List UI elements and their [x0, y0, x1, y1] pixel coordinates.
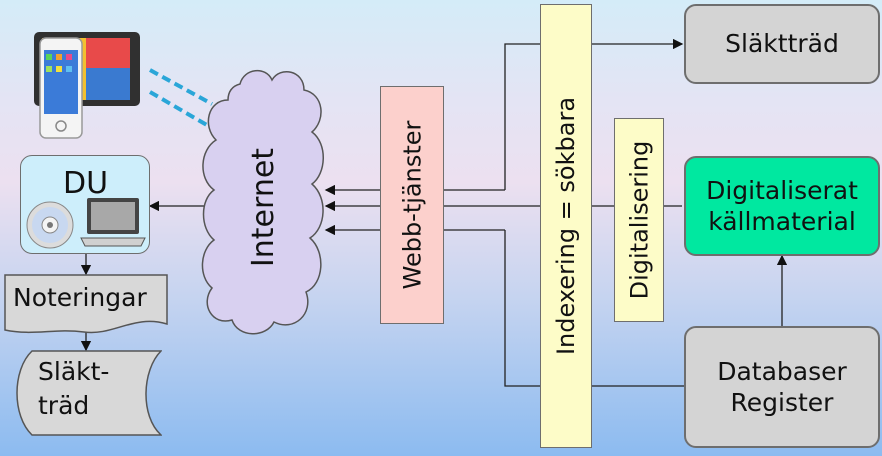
internet-cloud-icon	[201, 70, 324, 335]
slakttrad-label: Släktträd	[725, 29, 839, 59]
webbtjanster-label: Webb-tjänster	[398, 120, 427, 290]
digitaliserat-label-2: källmaterial	[708, 207, 856, 236]
digitalisering-bar: Digitalisering	[614, 118, 664, 322]
digitaliserat-box: Digitaliserat källmaterial	[684, 156, 880, 256]
databaser-label-1: Databaser	[717, 356, 847, 386]
du-label: DU	[63, 166, 109, 201]
devices-icon	[34, 32, 140, 139]
cd-icon	[26, 201, 74, 249]
laptop-icon	[80, 198, 146, 247]
noteringar-shape	[4, 274, 168, 334]
slakt-label-1: Släkt-	[38, 357, 110, 386]
slakttrad-box: Släktträd	[684, 4, 880, 84]
slakt-label-2: träd	[38, 391, 90, 420]
internet-label-wrap: Internet	[226, 142, 302, 272]
slakt-tra-shape	[16, 350, 162, 436]
phone-icon	[39, 37, 83, 139]
du-box: DU	[20, 155, 150, 254]
databaser-box: Databaser Register	[684, 326, 880, 448]
internet-label: Internet	[246, 147, 282, 267]
digitaliserat-label-1: Digitaliserat	[706, 175, 858, 205]
digitalisering-label: Digitalisering	[625, 140, 654, 300]
databaser-label-2: Register	[730, 388, 834, 417]
indexering-bar: Indexering = sökbara	[540, 4, 592, 448]
indexering-label: Indexering = sökbara	[552, 96, 581, 356]
noteringar-label: Noteringar	[13, 283, 147, 312]
webbtjanster-bar: Webb-tjänster	[380, 86, 444, 324]
